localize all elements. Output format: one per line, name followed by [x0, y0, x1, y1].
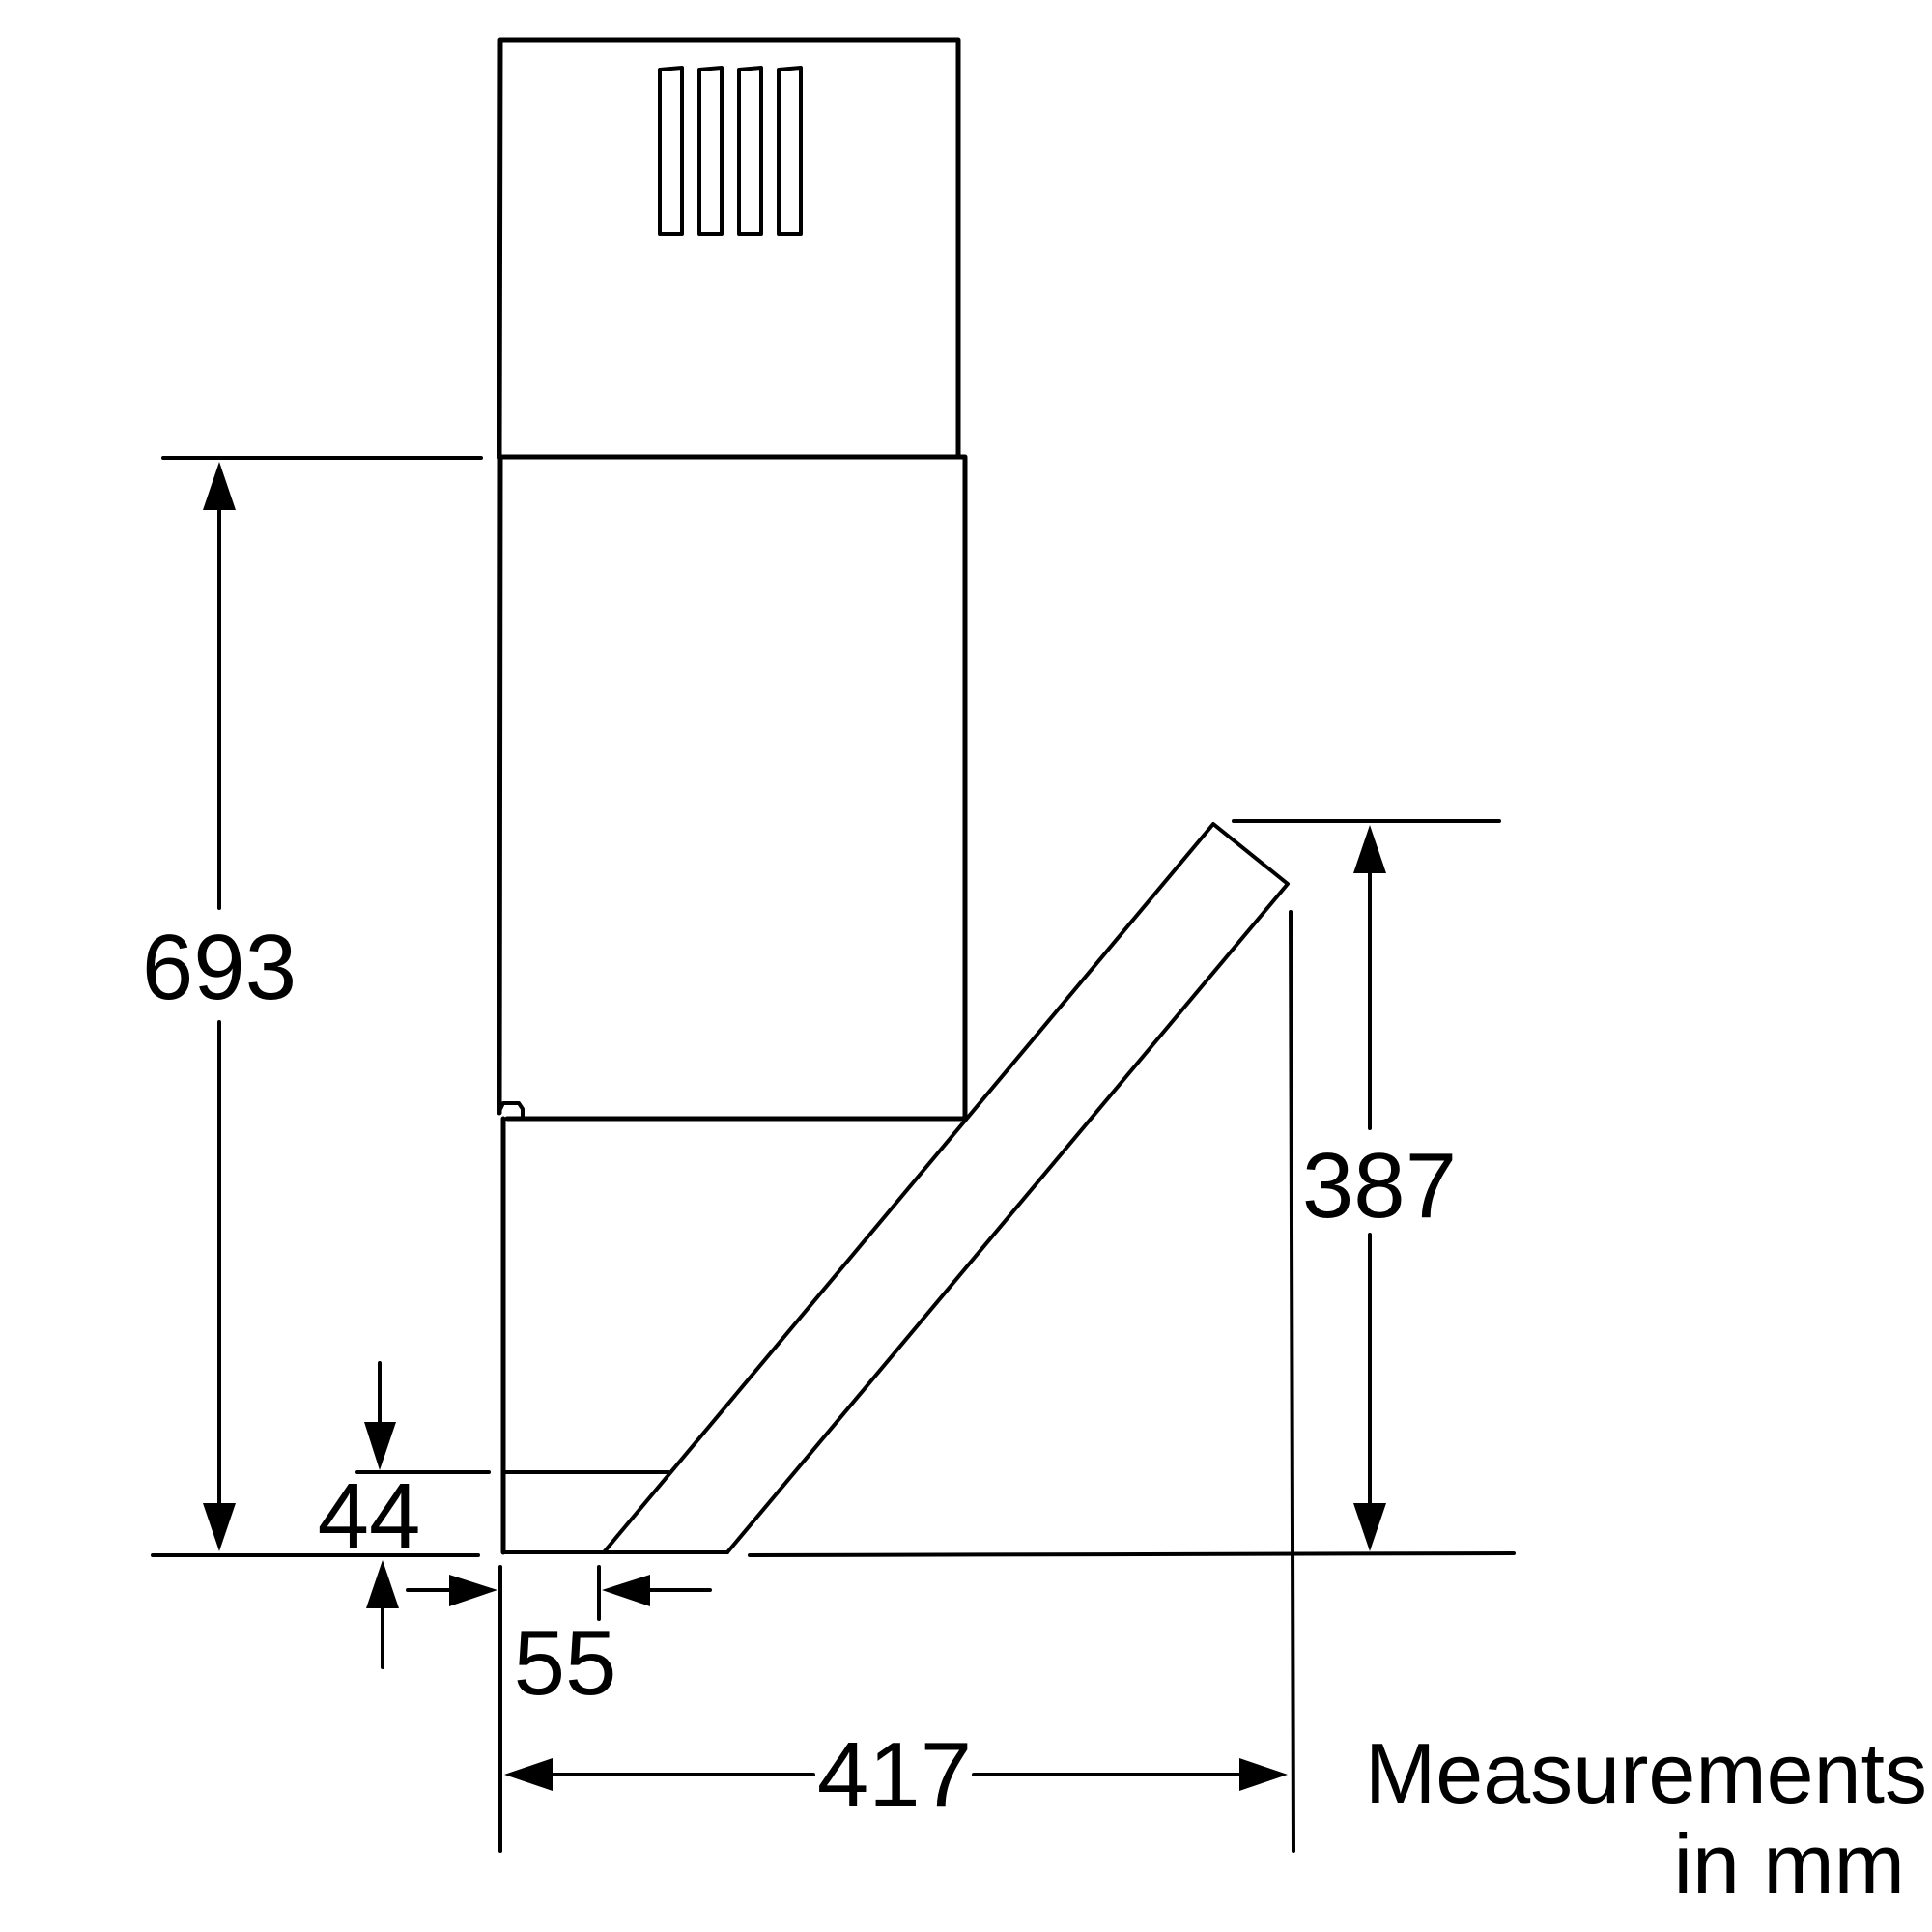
arrow-left-icon: [602, 1575, 650, 1606]
upper-chimney: [497, 37, 961, 460]
dimension-label-417: 417: [817, 1723, 972, 1827]
dimension-387: 387: [748, 819, 1516, 1557]
arrow-right-icon: [449, 1575, 497, 1606]
dimension-693: 693: [142, 456, 483, 1557]
dimension-label-387: 387: [1302, 1134, 1457, 1237]
units-note: Measurements in mm: [1365, 1725, 1927, 1912]
dimension-label-693: 693: [142, 916, 297, 1019]
arrow-down-icon: [1353, 1503, 1386, 1551]
arrow-down-icon: [364, 1422, 396, 1470]
hood-body: [500, 1116, 729, 1555]
units-note-line1: Measurements: [1365, 1725, 1927, 1821]
dimension-label-44: 44: [318, 1464, 421, 1568]
arrow-up-icon: [1353, 825, 1386, 873]
angled-canopy: [602, 822, 1290, 1554]
dimension-label-55: 55: [514, 1611, 617, 1715]
dimension-44: 44: [318, 1361, 491, 1669]
arrow-up-icon: [366, 1560, 399, 1608]
arrow-down-icon: [203, 1503, 236, 1551]
dimension-417: 417: [504, 910, 1295, 1853]
dimension-55: 55: [406, 1565, 712, 1853]
bracket-clip: [497, 1101, 525, 1121]
arrow-right-icon: [1239, 1758, 1288, 1791]
units-note-line2: in mm: [1673, 1816, 1905, 1912]
arrow-up-icon: [203, 462, 236, 510]
arrow-left-icon: [504, 1758, 553, 1791]
vent-slots: [658, 66, 803, 236]
lower-chimney: [497, 454, 968, 1122]
